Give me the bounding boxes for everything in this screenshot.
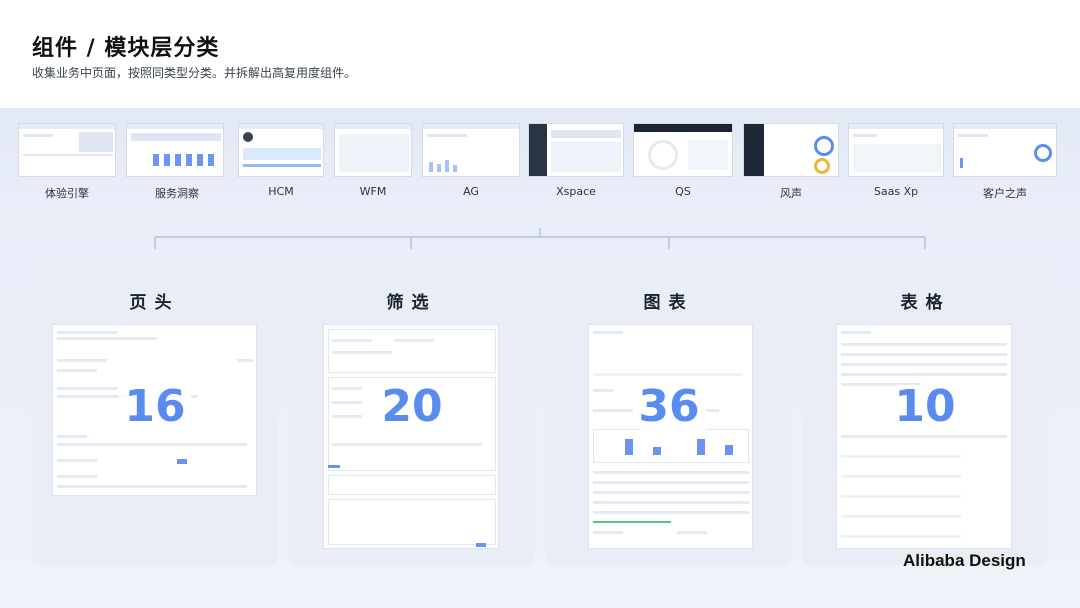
product-thumbnail (848, 123, 944, 177)
product-label: QS (675, 185, 691, 198)
product-thumbnail (953, 123, 1057, 177)
product-label: 体验引擎 (45, 187, 89, 200)
category-title: 图表 (643, 293, 694, 313)
category-preview (323, 324, 499, 549)
category-preview (588, 324, 753, 549)
product-thumbnail (422, 123, 520, 177)
product-label: 风声 (780, 187, 802, 200)
category-title: 筛选 (386, 293, 437, 313)
category-title: 表格 (900, 293, 951, 313)
product-label: HCM (268, 185, 294, 198)
page-title: 组件 / 模块层分类 (32, 36, 220, 61)
component-count: 10 (894, 381, 956, 432)
product-label: 服务洞察 (155, 187, 199, 200)
product-thumbnail (18, 123, 116, 177)
count-backdrop (896, 385, 954, 433)
product-label: Xspace (556, 185, 596, 198)
product-label: Saas Xp (873, 185, 919, 198)
category-title: 页头 (129, 293, 180, 313)
product-label: WFM (359, 185, 387, 198)
page-subtitle: 收集业务中页面，按照同类型分类。并拆解出高复用度组件。 (32, 66, 357, 80)
count-backdrop (119, 385, 191, 433)
product-thumbnail (633, 123, 733, 177)
component-count: 20 (381, 381, 443, 432)
category-preview (836, 324, 1012, 549)
product-label: 客户之声 (983, 187, 1027, 200)
product-label: AG (463, 185, 479, 198)
count-backdrop (379, 385, 445, 433)
product-thumbnail (238, 123, 324, 177)
component-count: 16 (124, 381, 186, 432)
count-backdrop (640, 385, 706, 433)
header-area (0, 0, 1080, 108)
product-thumbnail (743, 123, 839, 177)
product-thumbnail (126, 123, 224, 177)
brand-logo: Alibaba Design (903, 551, 1026, 570)
product-thumbnail (334, 123, 412, 177)
product-thumbnail (528, 123, 624, 177)
component-count: 36 (638, 381, 700, 432)
